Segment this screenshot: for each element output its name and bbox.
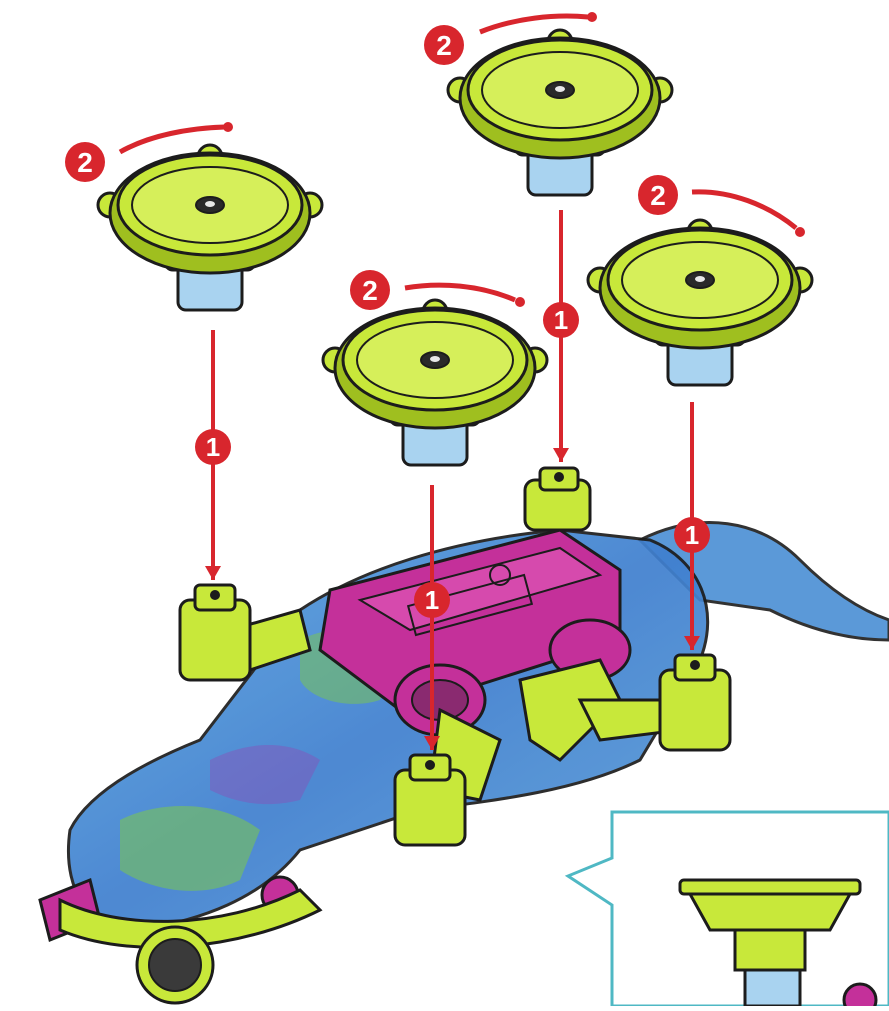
suction-cup-icon	[448, 30, 672, 195]
step-badge-rotate: 2	[350, 270, 390, 310]
connector-post	[180, 585, 250, 680]
connector-post	[660, 655, 730, 750]
step-number: 2	[362, 275, 378, 306]
step-number: 1	[206, 432, 220, 462]
step-badge-insert: 1	[195, 429, 231, 465]
suction-cups	[98, 30, 812, 465]
step-number: 2	[77, 147, 93, 178]
connector-post	[395, 755, 465, 845]
step-number: 2	[650, 180, 666, 211]
step-badge-insert: 1	[674, 517, 710, 553]
rotate-arrow-icon: 2	[638, 175, 805, 237]
connector-post	[525, 468, 590, 530]
step-badge-insert: 1	[414, 582, 450, 618]
detail-callout	[568, 812, 889, 1006]
step-badge-rotate: 2	[65, 142, 105, 182]
insert-arrow-icon: 1	[195, 330, 231, 580]
step-badge-rotate: 2	[638, 175, 678, 215]
suction-cup-icon	[323, 300, 547, 465]
insert-arrow-icon: 1	[543, 210, 579, 462]
step-badge-insert: 1	[543, 302, 579, 338]
step-badge-rotate: 2	[424, 25, 464, 65]
step-number: 1	[554, 305, 568, 335]
suction-cup-icon	[98, 145, 322, 310]
step-number: 1	[425, 585, 439, 615]
step-number: 2	[436, 30, 452, 61]
step-number: 1	[685, 520, 699, 550]
suction-cup-icon	[588, 220, 812, 385]
